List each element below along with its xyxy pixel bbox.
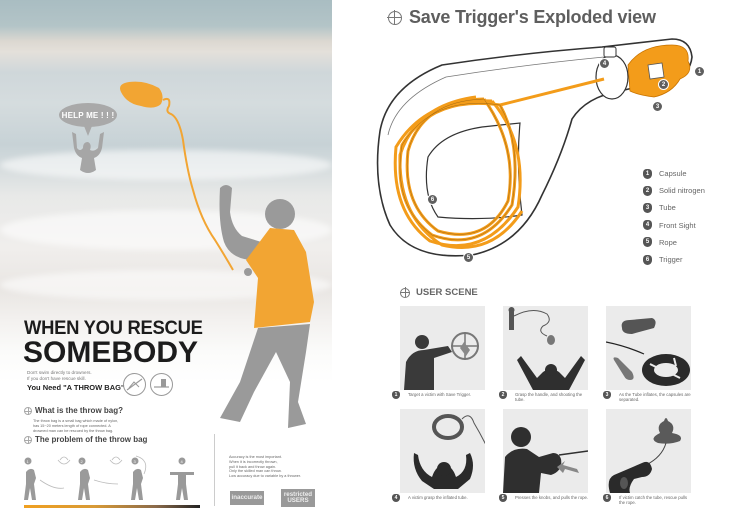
- rescue-poster-panel: HELP ME ! ! ! WHEN YOU RESCUE SOMEBODY D…: [0, 0, 332, 517]
- scene-card-1: [400, 306, 485, 390]
- user-scene-title: USER SCENE: [399, 287, 478, 298]
- what-is-throw-bag-heading: What is the throw bag?: [24, 406, 123, 415]
- problem-steps-illustration: 1 2 3 4: [24, 455, 194, 500]
- divider: [214, 434, 215, 506]
- wave-foam: [0, 150, 332, 180]
- svg-text:1: 1: [27, 459, 30, 464]
- no-rescue-icon: [150, 373, 173, 396]
- svg-text:4: 4: [181, 459, 184, 464]
- inaccurate-tag: inaccurate: [230, 491, 264, 505]
- diagram-badge-3: 3: [652, 101, 663, 112]
- crosshair-icon: [24, 406, 32, 415]
- crosshair-icon: [387, 9, 402, 25]
- scene-card-6: [606, 409, 691, 493]
- scene-card-4: [400, 409, 485, 493]
- help-speech-bubble: HELP ME ! ! !: [59, 103, 117, 136]
- need-throw-bag-text: You Need "A THROW BAG": [27, 383, 125, 392]
- pull-rope-illustration: [503, 427, 588, 493]
- headline-line-1: WHEN YOU RESCUE: [24, 318, 203, 339]
- svg-text:2: 2: [81, 459, 84, 464]
- tube-inflating-illustration: [606, 318, 690, 386]
- gradient-bar: [24, 505, 200, 508]
- diagram-badge-1: 1: [694, 66, 705, 77]
- targeting-illustration: [404, 332, 479, 390]
- diagram-badge-5: 5: [463, 252, 474, 263]
- throw-bag-illustration: [120, 81, 234, 271]
- headline-line-2: SOMEBODY: [23, 336, 199, 369]
- save-trigger-exploded-diagram: [376, 38, 693, 257]
- scene-card-2: [503, 306, 588, 390]
- throw-bag-problem-heading: The problem of the throw bag: [24, 435, 147, 444]
- restricted-users-tag: restricted USERS: [281, 489, 315, 507]
- no-swimming-icon: [123, 373, 146, 396]
- exploded-view-title: Save Trigger's Exploded view: [387, 7, 656, 28]
- diagram-badge-6: 6: [427, 194, 438, 205]
- diagram-badge-2: 2: [658, 79, 669, 90]
- warning-text: Don't swim directly to drowners. If you …: [27, 370, 92, 381]
- scene-card-3: [606, 306, 691, 390]
- diagram-badge-4: 4: [599, 58, 610, 69]
- victim-grasp-illustration: [413, 414, 485, 489]
- rescuer-figure: [219, 185, 314, 428]
- crosshair-icon: [399, 287, 410, 298]
- problem-bullets: Accuracy is the most important. When it …: [229, 455, 301, 479]
- scene-card-5: [503, 409, 588, 493]
- drowning-victim-figure: [72, 132, 104, 173]
- rescue-pull-illustration: [608, 418, 681, 493]
- throw-bag-description: The throw bag is a small bag which made …: [33, 419, 119, 433]
- shooting-illustration: [508, 307, 585, 390]
- svg-text:3: 3: [134, 459, 137, 464]
- crosshair-icon: [24, 435, 32, 444]
